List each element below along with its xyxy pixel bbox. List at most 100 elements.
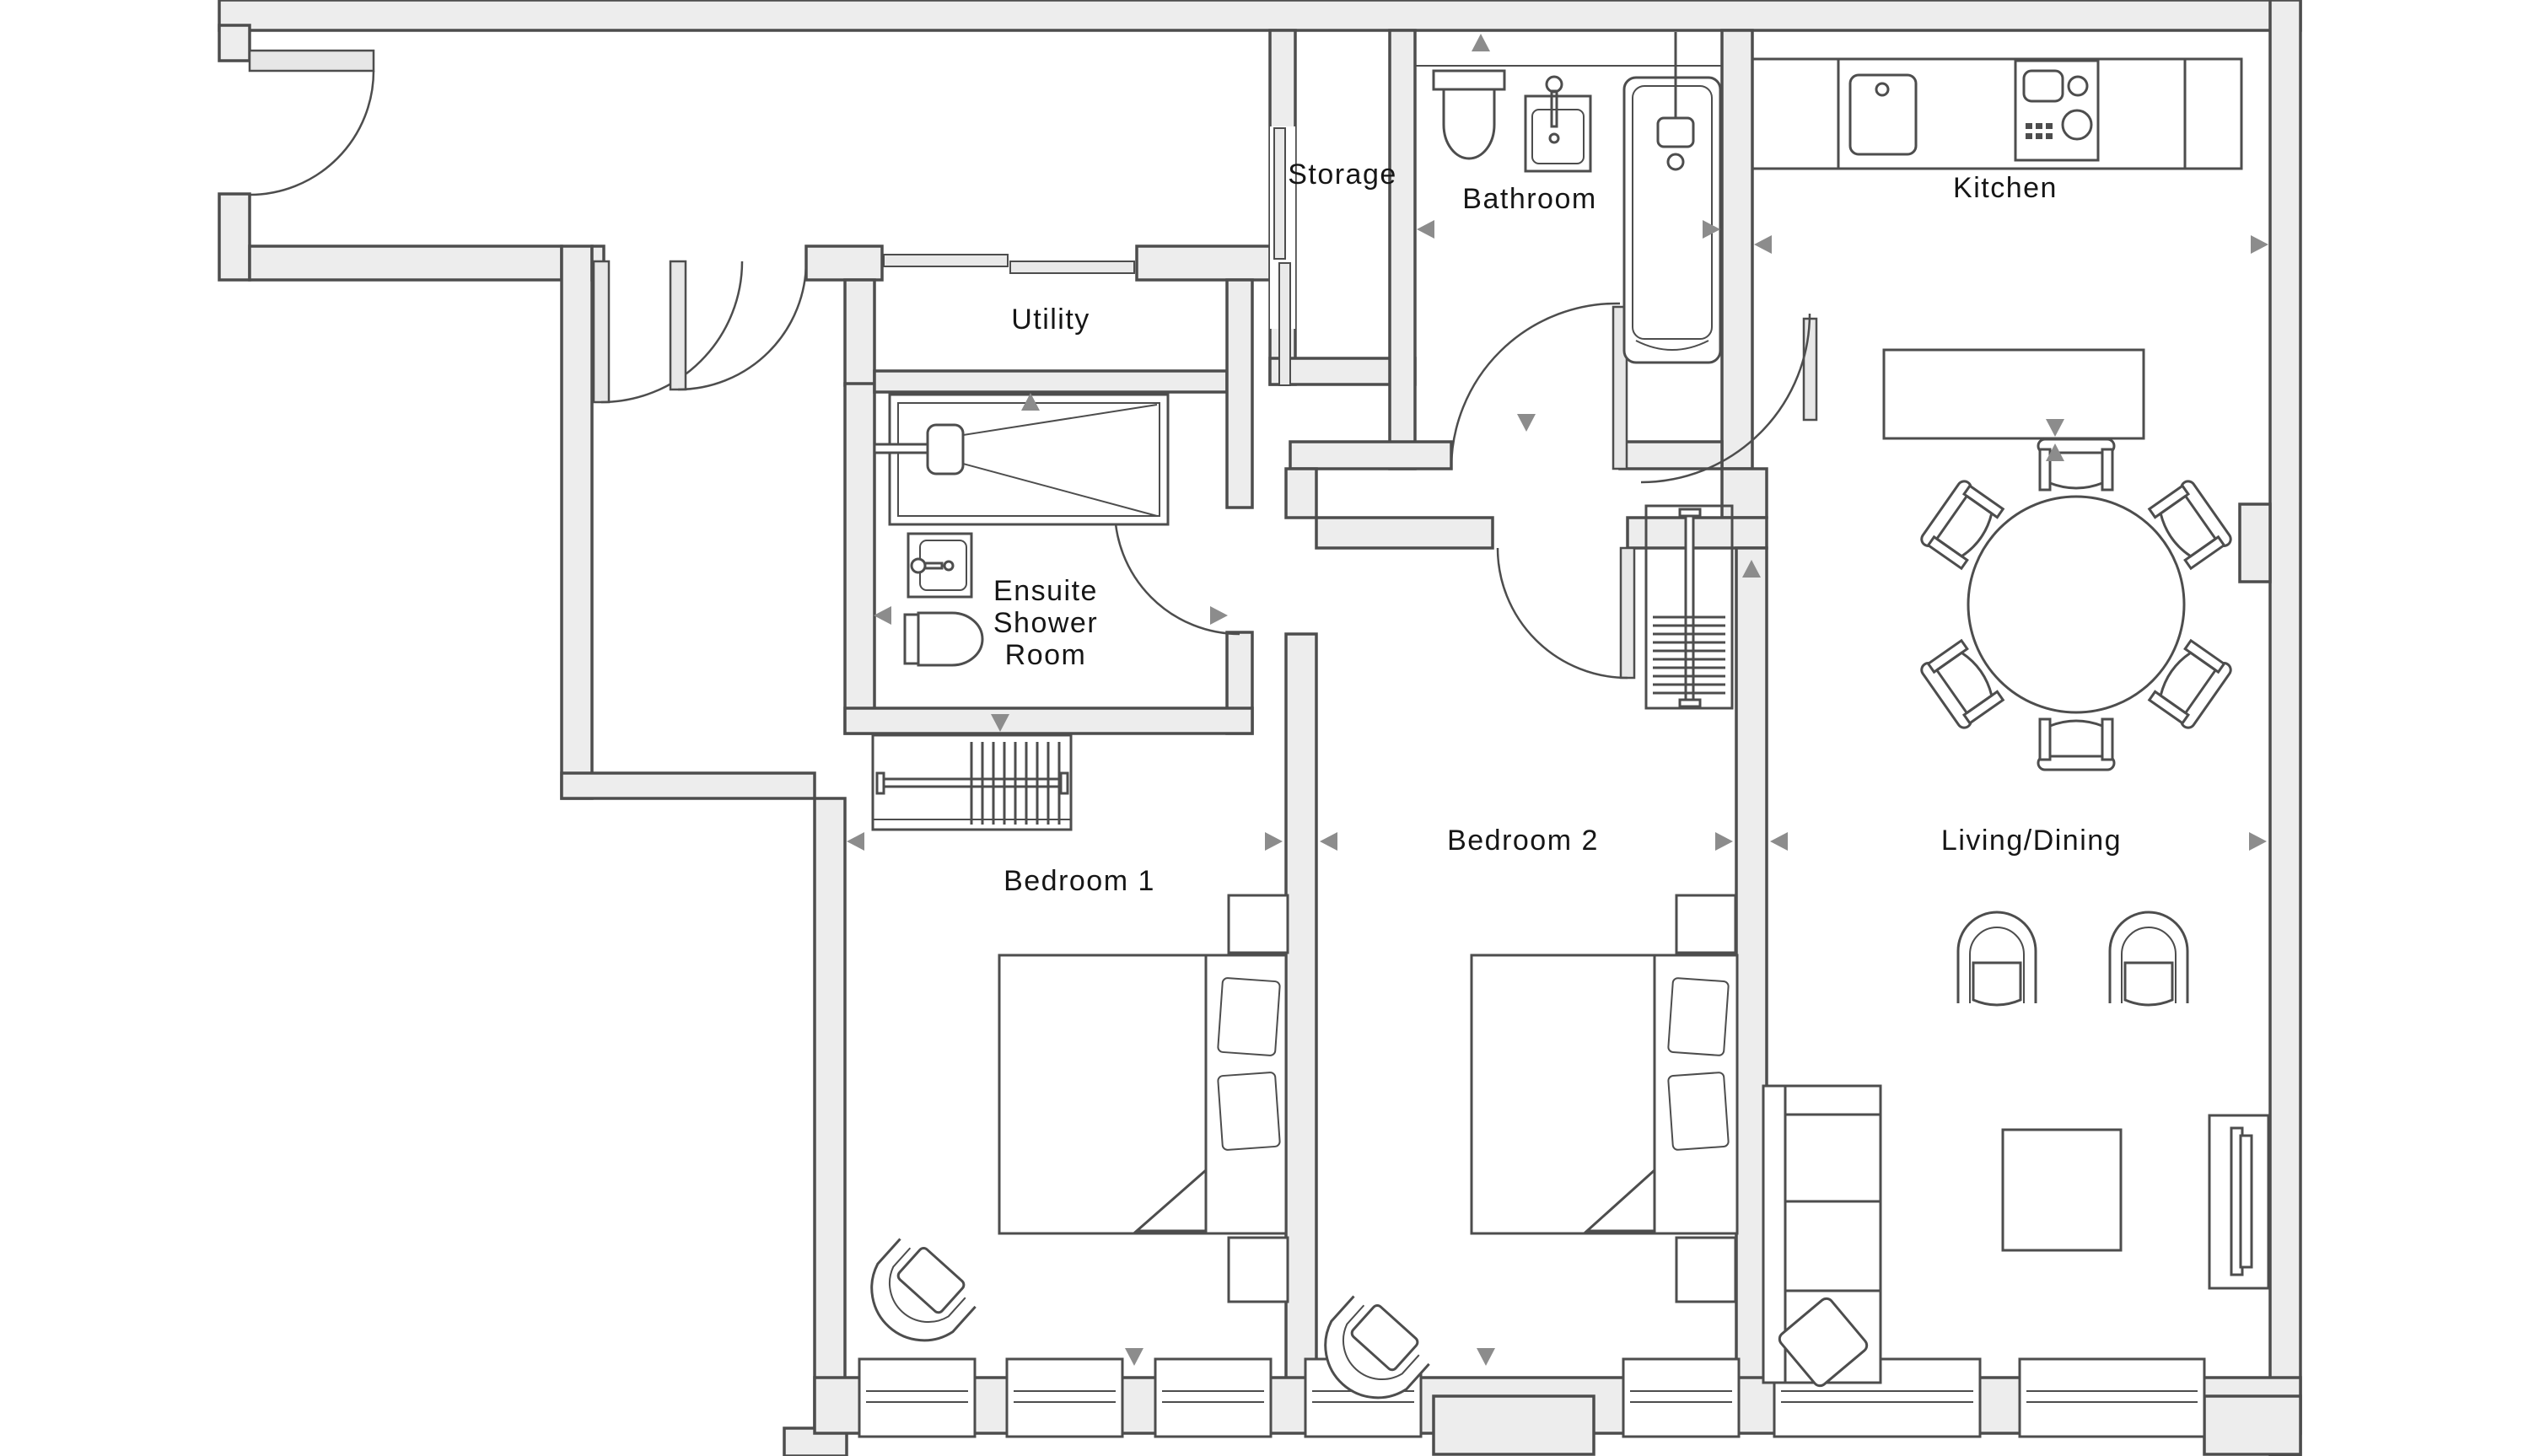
arrow-down-icon: [1125, 1348, 1143, 1366]
arrow-right-icon: [1715, 832, 1733, 851]
arrow-up-icon: [1472, 34, 1490, 51]
wall-entry-jamb-top: [218, 24, 251, 62]
wall-hall-top-c: [1135, 244, 1272, 282]
arrow-up-icon: [1742, 560, 1761, 578]
wall-hall-top-b: [804, 244, 884, 282]
bedroom1-furniture: [850, 733, 1289, 1362]
wall-top: [218, 0, 2302, 32]
arrow-down-icon: [991, 714, 1009, 732]
storage-slide-panel2: [1278, 262, 1291, 386]
hangers: [1653, 615, 1725, 695]
bedroom2-door-leaf: [1619, 546, 1636, 680]
window: [2018, 1357, 2206, 1438]
doors: [248, 49, 1818, 680]
bed-icon: [1470, 954, 1739, 1235]
room-label-kitchen: Kitchen: [1953, 172, 2058, 204]
corridor-door1-leaf: [592, 260, 611, 404]
svg-text:Shower: Shower: [993, 607, 1098, 639]
arrow-right-icon: [2251, 235, 2268, 254]
sliding-doors: [883, 126, 1295, 386]
kitchen-counter: [1751, 57, 2243, 170]
windows: [858, 1357, 2206, 1438]
dining-chair-icon: [2037, 438, 2116, 492]
shower-icon: [873, 393, 1170, 526]
living-furniture: [1762, 911, 2270, 1388]
bedroom-chair-icon: [850, 1230, 984, 1362]
room-label-utility: Utility: [1011, 304, 1090, 336]
window: [1622, 1357, 1741, 1438]
arrow-left-icon: [847, 832, 864, 851]
wall-divider-top-stub: [1284, 467, 1318, 519]
arrow-right-icon: [1703, 220, 1720, 239]
bathtub-icon: [1622, 32, 1722, 364]
wall-storage-bathroom: [1388, 29, 1417, 470]
arrow-left-icon: [1320, 832, 1337, 851]
wall-ensuite-right-upper: [1225, 278, 1254, 509]
corridor-door2-leaf: [669, 260, 687, 391]
living-door-arc: [1640, 313, 1811, 484]
living-door: [1640, 313, 1818, 484]
wall-utility-left: [843, 278, 876, 387]
arrow-right-icon: [1210, 606, 1228, 625]
wardrobe-icon: [1644, 504, 1734, 710]
wall-bottom-right-step: [2203, 1394, 2302, 1456]
arrow-up-icon: [2046, 443, 2064, 461]
arrow-right-icon: [2249, 832, 2267, 851]
wall-entry-jamb-bottom: [218, 192, 251, 282]
utility-slide-panel1: [883, 254, 1009, 267]
nightstand: [1227, 1236, 1289, 1303]
ensuite-door: [1113, 507, 1240, 636]
arrow-left-icon: [1770, 832, 1788, 851]
hangers: [970, 742, 1061, 825]
room-label-bathroom: Bathroom: [1462, 183, 1596, 215]
bedroom2-furniture: [1304, 504, 1739, 1420]
room-label-storage: Storage: [1288, 158, 1397, 191]
bedroom2-door-arc: [1496, 547, 1628, 680]
wall-bathroom-bottom-b: [1618, 440, 1724, 470]
wall-bathroom-bottom-a: [1289, 440, 1453, 470]
dining-table-icon: [1967, 495, 2186, 714]
toilet-icon: [1432, 69, 1506, 160]
wall-right: [2268, 0, 2302, 1456]
coffee-table-icon: [2001, 1128, 2123, 1252]
ensuite-door-arc: [1113, 507, 1240, 636]
entry-door-arc: [249, 70, 375, 196]
arrow-left-icon: [874, 606, 891, 625]
hob-controls: [2026, 123, 2053, 139]
window: [858, 1357, 977, 1438]
armchair-icon: [2108, 911, 2189, 1007]
ensuite-fixtures: [903, 532, 984, 667]
nightstand: [1675, 1236, 1737, 1303]
ensuite-basin-icon: [907, 532, 973, 599]
bed-icon: [998, 954, 1288, 1235]
wardrobe-icon: [871, 733, 1073, 831]
basin-icon: [1524, 75, 1592, 173]
dimension-markers: [847, 34, 2268, 1366]
sofa-icon: [1762, 1084, 1882, 1388]
arrow-up-icon: [1021, 393, 1040, 411]
dining-chair-icon: [2037, 717, 2116, 771]
kitchen-fixtures: [1751, 57, 2243, 440]
bedroom2-door: [1496, 546, 1636, 680]
tv-unit-icon: [2208, 1114, 2270, 1290]
entry-door-leaf: [248, 49, 375, 73]
kitchen-island: [1882, 348, 2145, 440]
wall-bathroom-right: [1720, 29, 1754, 470]
arrow-left-icon: [1754, 235, 1772, 254]
svg-text:Ensuite: Ensuite: [993, 575, 1098, 607]
wall-bottom-pier-step: [1432, 1394, 1595, 1456]
wall-ensuite-left: [843, 382, 876, 735]
wall-corridor-left: [560, 244, 594, 800]
wall-bedroom2-top-b: [1626, 516, 1768, 550]
window: [1005, 1357, 1124, 1438]
bathroom-fixtures: [1415, 32, 1722, 364]
corridor-door2-arc: [677, 261, 808, 391]
entry-door: [248, 49, 375, 196]
room-label-ensuite: Ensuite Shower Room: [993, 575, 1098, 671]
arrow-left-icon: [1417, 220, 1434, 239]
nightstand: [1227, 894, 1289, 954]
room-labels: Storage Bathroom Kitchen Utility Ensuite…: [993, 158, 2121, 897]
wall-utility-bottom: [873, 369, 1229, 394]
